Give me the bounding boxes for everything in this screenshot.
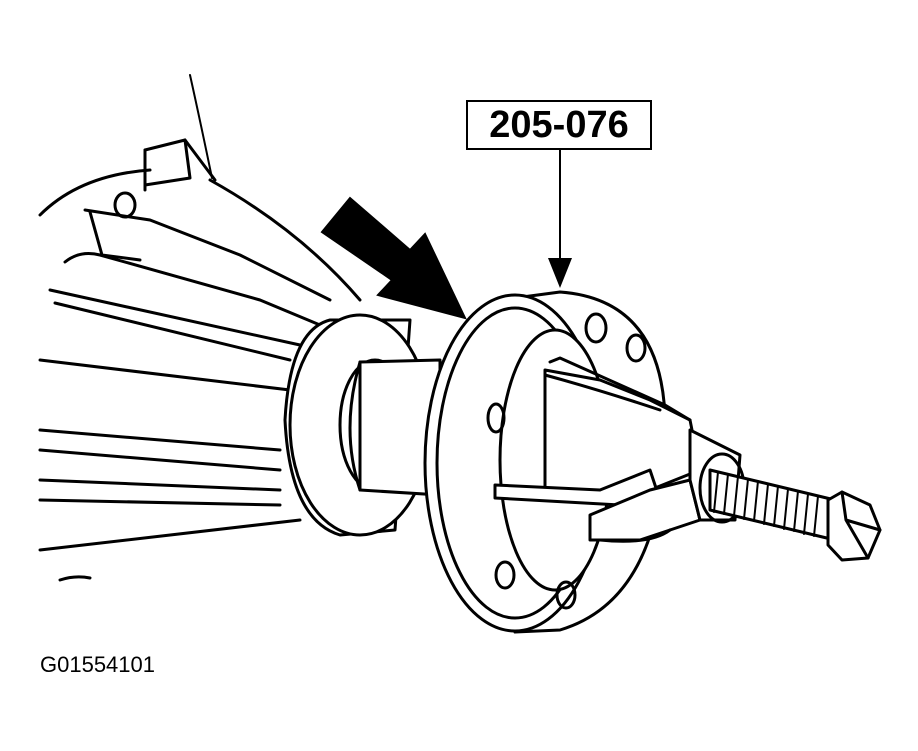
hub-ring bbox=[283, 313, 442, 537]
figure-id: G01554101 bbox=[40, 652, 155, 677]
forcing-screw bbox=[708, 468, 882, 562]
axle-housing bbox=[38, 74, 362, 582]
tool-number-callout: 205-076 bbox=[466, 100, 652, 150]
direction-arrow bbox=[320, 196, 467, 320]
callout-leader bbox=[548, 149, 572, 288]
puller-arms bbox=[493, 356, 746, 543]
tool-number-label: 205-076 bbox=[489, 103, 629, 146]
